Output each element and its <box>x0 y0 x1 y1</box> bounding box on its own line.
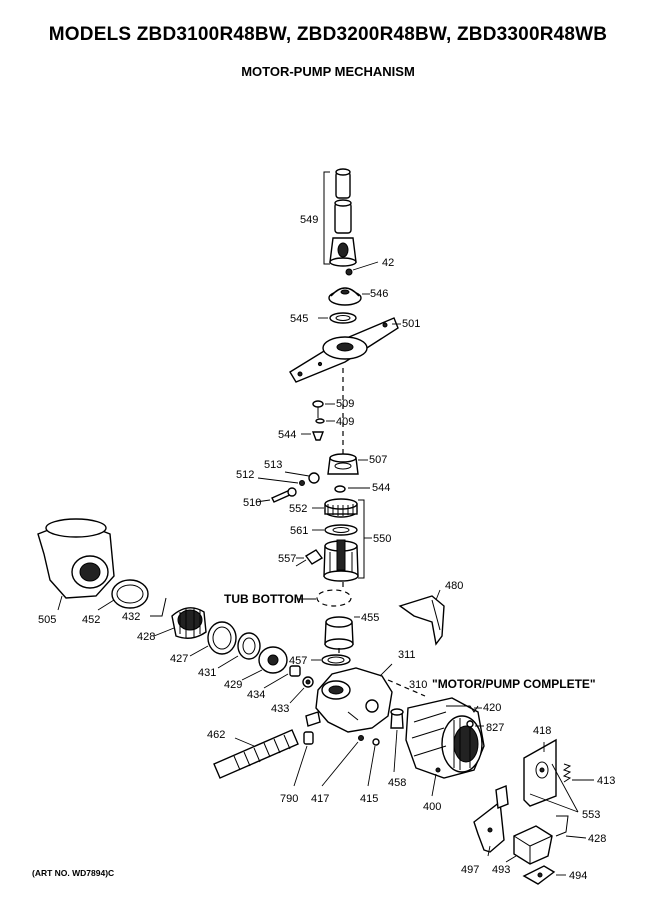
part-number-311: 311 <box>398 649 416 661</box>
part-number-432: 432 <box>122 611 140 623</box>
part-number-790: 790 <box>280 793 298 805</box>
part-number-310: 310 <box>409 679 427 691</box>
label-motor-pump-complete: "MOTOR/PUMP COMPLETE" <box>432 677 596 691</box>
part-number-549: 549 <box>300 214 318 226</box>
part-number-434: 434 <box>247 689 265 701</box>
part-number-409: 409 <box>336 416 354 428</box>
part-number-427: 427 <box>170 653 188 665</box>
part-510-bolt <box>271 487 297 503</box>
part-458-fitting <box>390 708 404 729</box>
part-number-544-lower: 544 <box>372 482 390 494</box>
part-number-497: 497 <box>461 864 479 876</box>
part-494-clip <box>522 865 556 885</box>
part-number-557: 557 <box>278 553 296 565</box>
part-507-hub <box>327 453 359 475</box>
part-number-458: 458 <box>388 777 406 789</box>
part-493-block <box>513 825 553 865</box>
part-number-494: 494 <box>569 870 587 882</box>
part-number-462: 462 <box>207 729 225 741</box>
part-311-pump-housing <box>305 667 393 733</box>
part-429-impeller <box>258 646 288 674</box>
part-546-cap <box>328 287 362 306</box>
part-number-400: 400 <box>423 801 441 813</box>
page-title: MODELS ZBD3100R48BW, ZBD3200R48BW, ZBD33… <box>48 24 608 45</box>
part-number-509: 509 <box>336 398 354 410</box>
part-number-428-right: 428 <box>588 833 606 845</box>
part-557-clip <box>295 549 324 567</box>
part-number-428-left: 428 <box>137 631 155 643</box>
part-number-546: 546 <box>370 288 388 300</box>
part-number-827: 827 <box>486 722 504 734</box>
part-number-505: 505 <box>38 614 56 626</box>
part-462-spring-hose <box>213 729 299 779</box>
part-number-501: 501 <box>402 318 420 330</box>
part-413-spring <box>562 763 572 783</box>
part-number-552: 552 <box>289 503 307 515</box>
part-549-tower-assembly <box>323 168 357 267</box>
part-number-493: 493 <box>492 864 510 876</box>
part-number-561: 561 <box>290 525 308 537</box>
part-number-420: 420 <box>483 702 501 714</box>
part-501-spray-arm <box>289 317 399 383</box>
part-428-hose <box>171 607 207 639</box>
label-tub-bottom: TUB BOTTOM <box>224 592 304 606</box>
part-number-544-upper: 544 <box>278 429 296 441</box>
part-497-bracket <box>473 785 509 853</box>
part-number-433: 433 <box>271 703 289 715</box>
part-418-bracket <box>523 738 557 807</box>
part-number-513: 513 <box>264 459 282 471</box>
part-number-417: 417 <box>311 793 329 805</box>
part-number-545: 545 <box>290 313 308 325</box>
part-number-510: 510 <box>243 497 261 509</box>
part-452-clamp <box>111 579 149 609</box>
part-number-431: 431 <box>198 667 216 679</box>
part-number-457: 457 <box>289 655 307 667</box>
part-number-415: 415 <box>360 793 378 805</box>
part-number-418: 418 <box>533 725 551 737</box>
part-number-452: 452 <box>82 614 100 626</box>
part-number-512: 512 <box>236 469 254 481</box>
part-number-480: 480 <box>445 580 463 592</box>
part-552-gear <box>324 498 358 518</box>
art-number: (ART NO. WD7894)C <box>32 868 115 878</box>
part-480-shroud <box>398 595 445 646</box>
part-number-455: 455 <box>361 612 379 624</box>
part-number-507: 507 <box>369 454 387 466</box>
part-number-42: 42 <box>382 257 394 269</box>
part-motor <box>405 697 485 779</box>
page-subtitle: MOTOR-PUMP MECHANISM <box>241 64 415 79</box>
part-number-413: 413 <box>597 775 615 787</box>
part-505-drain-housing <box>37 518 115 599</box>
part-number-553: 553 <box>582 809 600 821</box>
part-number-550: 550 <box>373 533 391 545</box>
part-550-housing <box>323 539 359 582</box>
part-509-screw <box>312 400 324 418</box>
part-455-seal <box>324 616 354 650</box>
part-number-429: 429 <box>224 679 242 691</box>
